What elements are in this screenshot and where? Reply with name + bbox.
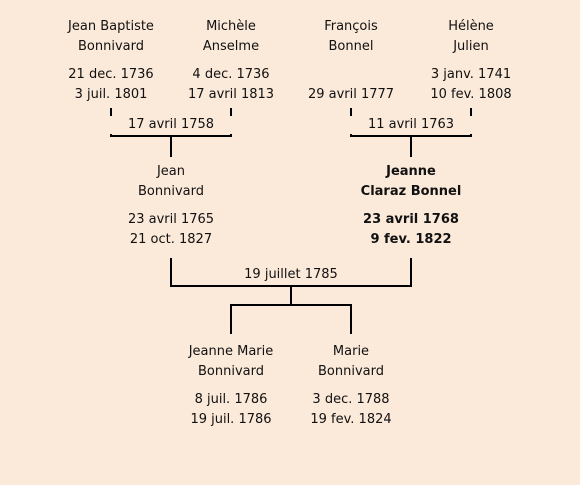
person-name-line2: Bonnivard: [318, 364, 384, 379]
person-marie-bonnivard: Marie Bonnivard 3 dec. 1788 19 fev. 1824: [281, 342, 421, 430]
person-name-line1: Marie: [332, 344, 370, 359]
person-name-line1: François: [324, 19, 378, 34]
person-michele-anselme: Michèle Anselme 4 dec. 1736 17 avril 181…: [161, 17, 301, 105]
marriage-date-maternal: 11 avril 1763: [341, 116, 481, 134]
person-birth-date: 21 dec. 1736: [68, 67, 154, 82]
person-birth-date: 23 avril 1768: [363, 212, 459, 227]
person-jean-baptiste-bonnivard: Jean Baptiste Bonnivard 21 dec. 1736 3 j…: [41, 17, 181, 105]
person-jeanne-marie-bonnivard: Jeanne Marie Bonnivard 8 juil. 1786 19 j…: [161, 342, 301, 430]
person-death-date: 19 juil. 1786: [190, 412, 272, 427]
person-birth-date: 23 avril 1765: [127, 212, 215, 227]
person-name-line2: Bonnivard: [198, 364, 264, 379]
person-birth-date: 8 juil. 1786: [194, 392, 268, 407]
marriage-date-paternal: 17 avril 1758: [101, 116, 241, 134]
person-jean-bonnivard: Jean Bonnivard 23 avril 1765 21 oct. 182…: [101, 162, 241, 250]
person-name-line2: Bonnivard: [78, 39, 144, 54]
person-death-date: 17 avril 1813: [187, 87, 275, 102]
children-bracket: [230, 304, 352, 334]
person-helene-julien: Hélène Julien 3 janv. 1741 10 fev. 1808: [401, 17, 541, 105]
person-birth-date: [281, 65, 421, 85]
person-name-line2: Claraz Bonnel: [360, 184, 462, 199]
person-death-date: 9 fev. 1822: [370, 232, 452, 247]
person-name-line1: Jeanne Marie: [188, 344, 274, 359]
person-birth-date: 3 dec. 1788: [312, 392, 390, 407]
person-name-line1: Jean: [156, 164, 186, 179]
person-name-line1: Hélène: [448, 19, 494, 34]
person-death-date: 19 fev. 1824: [310, 412, 392, 427]
person-name-line2: Bonnel: [328, 39, 374, 54]
person-birth-date: 3 janv. 1741: [430, 67, 512, 82]
person-death-date: 21 oct. 1827: [129, 232, 213, 247]
person-name-line2: Julien: [453, 39, 489, 54]
person-jeanne-claraz-bonnel: Jeanne Claraz Bonnel 23 avril 1768 9 fev…: [341, 162, 481, 250]
person-name-line1: Michèle: [206, 19, 256, 34]
person-name-line2: Bonnivard: [138, 184, 204, 199]
person-name-line1: Jeanne: [386, 164, 436, 179]
person-death-date: 10 fev. 1808: [430, 87, 512, 102]
marriage-date-parents: 19 juillet 1785: [221, 266, 361, 284]
person-francois-bonnel: François Bonnel 29 avril 1777: [281, 17, 421, 105]
person-name-line1: Jean Baptiste: [68, 19, 154, 34]
person-death-date: 3 juil. 1801: [74, 87, 148, 102]
person-birth-date: 4 dec. 1736: [192, 67, 270, 82]
person-death-date: 29 avril 1777: [307, 87, 395, 102]
person-name-line2: Anselme: [202, 39, 260, 54]
